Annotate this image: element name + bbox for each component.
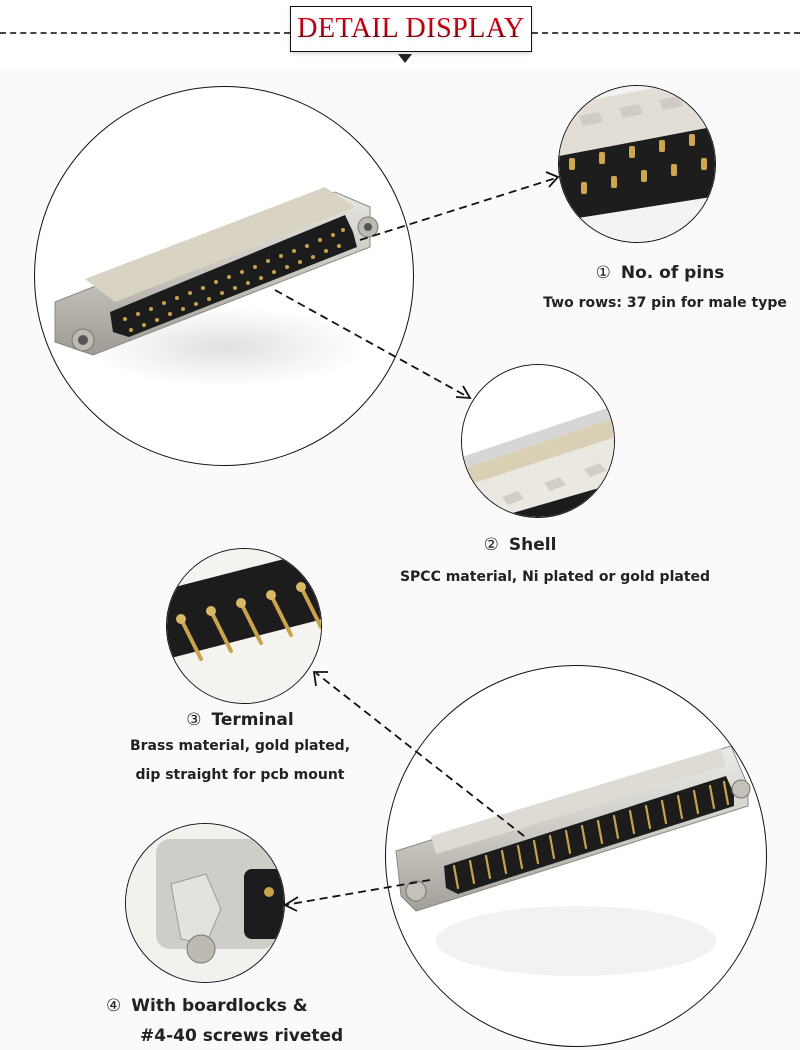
feature-4-title: ④ With boardlocks &	[106, 996, 308, 1016]
feature-3-description-line2: dip straight for pcb mount	[135, 767, 345, 783]
connector-rear-illustration	[395, 745, 751, 976]
header-divider-right	[532, 32, 800, 34]
pins-closeup-illustration	[559, 86, 715, 242]
feature-2-number: ②	[483, 535, 499, 555]
main-image-connector-rear	[385, 665, 767, 1047]
feature-1-description: Two rows: 37 pin for male type	[543, 295, 787, 311]
feature-3-title-text: Terminal	[211, 710, 294, 730]
feature-2-title-text: Shell	[508, 535, 557, 555]
terminal-closeup-illustration	[167, 549, 321, 703]
boardlock-closeup-illustration	[126, 824, 284, 982]
feature-2-title: ② Shell	[420, 535, 620, 555]
closeup-boardlock-image	[125, 823, 285, 983]
closeup-shell-image	[461, 364, 615, 518]
shell-closeup-illustration	[462, 365, 614, 517]
feature-3-title: ③ Terminal	[130, 710, 350, 730]
feature-3-number: ③	[186, 710, 202, 730]
closeup-pins-image	[558, 85, 716, 243]
feature-1-title-text: No. of pins	[620, 263, 725, 283]
title-pointer-icon	[398, 54, 412, 63]
feature-4-number: ④	[106, 996, 122, 1016]
feature-3-description-line1: Brass material, gold plated,	[129, 738, 351, 754]
feature-1-title: ① No. of pins	[560, 263, 760, 283]
feature-4-description: #4-40 screws riveted	[140, 1026, 344, 1046]
main-image-connector-front	[34, 86, 414, 466]
section-title-box: DETAIL DISPLAY	[290, 6, 532, 52]
feature-1-number: ①	[595, 263, 611, 283]
feature-2-description: SPCC material, Ni plated or gold plated	[399, 569, 711, 585]
section-title: DETAIL DISPLAY	[297, 13, 525, 44]
connector-front-illustration	[54, 187, 379, 387]
header-divider-left	[0, 32, 290, 34]
closeup-terminal-image	[166, 548, 322, 704]
feature-4-title-text: With boardlocks &	[131, 996, 308, 1016]
